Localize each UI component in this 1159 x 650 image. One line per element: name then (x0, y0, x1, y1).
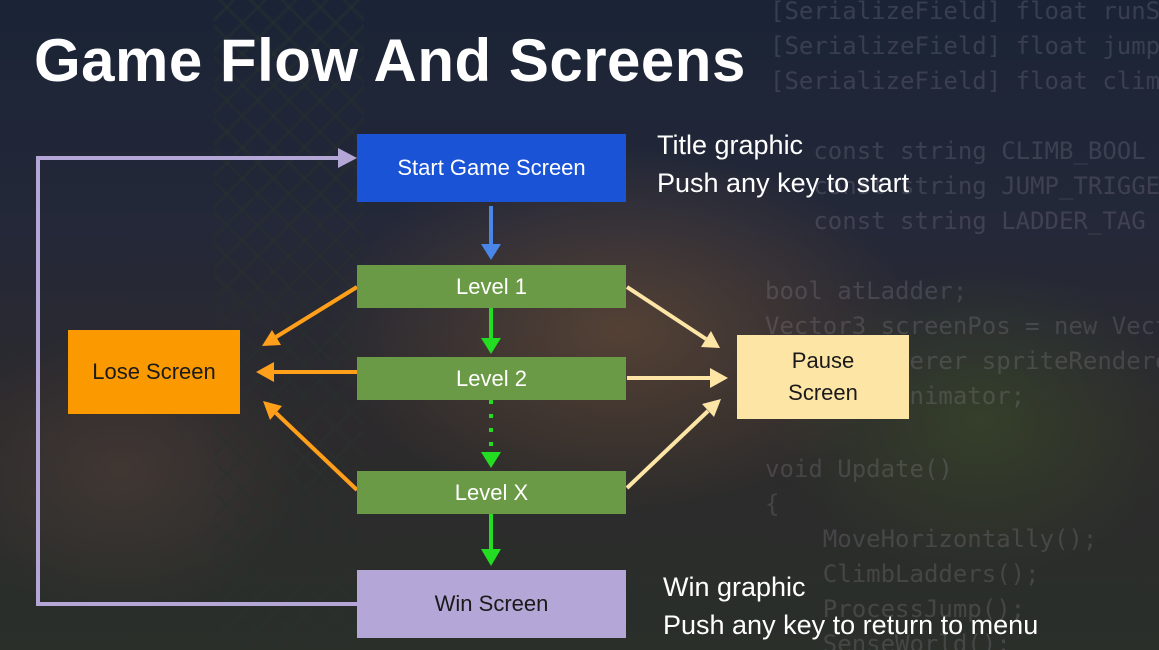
level-2-box: Level 2 (357, 357, 626, 400)
level-1-label: Level 1 (456, 273, 527, 299)
start-game-screen-label: Start Game Screen (397, 155, 586, 180)
title-note-line-2: Push any key to start (657, 168, 910, 198)
title-note-line-1: Title graphic (657, 130, 804, 160)
win-note-line-2: Push any key to return to menu (663, 610, 1039, 640)
level-2-label: Level 2 (456, 365, 527, 391)
arrow-win-to-start (36, 148, 357, 606)
arrow-levelx-to-lose (263, 401, 359, 492)
win-screen-label: Win Screen (434, 591, 549, 616)
arrow-level1-to-lose (262, 285, 359, 346)
arrow-level2-to-levelx (481, 400, 501, 468)
win-screen-box: Win Screen (357, 570, 626, 638)
level-1-box: Level 1 (357, 265, 626, 308)
slide-title: Game Flow And Screens (34, 27, 746, 94)
arrow-start-to-level1 (481, 206, 501, 260)
pause-screen-label: Pause Screen (788, 348, 858, 405)
background-code-top: [SerializeField] float runSpe [Serialize… (770, 0, 1159, 95)
lose-screen-label: Lose Screen (92, 359, 216, 384)
win-note-line-1: Win graphic (663, 572, 806, 602)
lose-screen-box: Lose Screen (68, 330, 240, 414)
arrow-levelx-to-win (481, 514, 501, 566)
level-x-box: Level X (357, 471, 626, 514)
background-tower (214, 0, 364, 650)
arrow-level2-to-pause (627, 368, 728, 388)
background-code-middle: const string CLIMB_BOOL = const string J… (813, 137, 1159, 235)
start-game-screen-box: Start Game Screen (357, 134, 626, 202)
level-x-label: Level X (454, 479, 529, 505)
arrow-level2-to-lose (256, 362, 357, 382)
background-code-bottom: void Update() { MoveHorizontally(); Clim… (765, 455, 1098, 650)
arrow-levelx-to-pause (625, 399, 721, 490)
pause-screen-box: Pause Screen (737, 335, 909, 419)
arrow-level1-to-pause (625, 285, 720, 348)
arrow-level1-to-level2 (481, 308, 501, 354)
